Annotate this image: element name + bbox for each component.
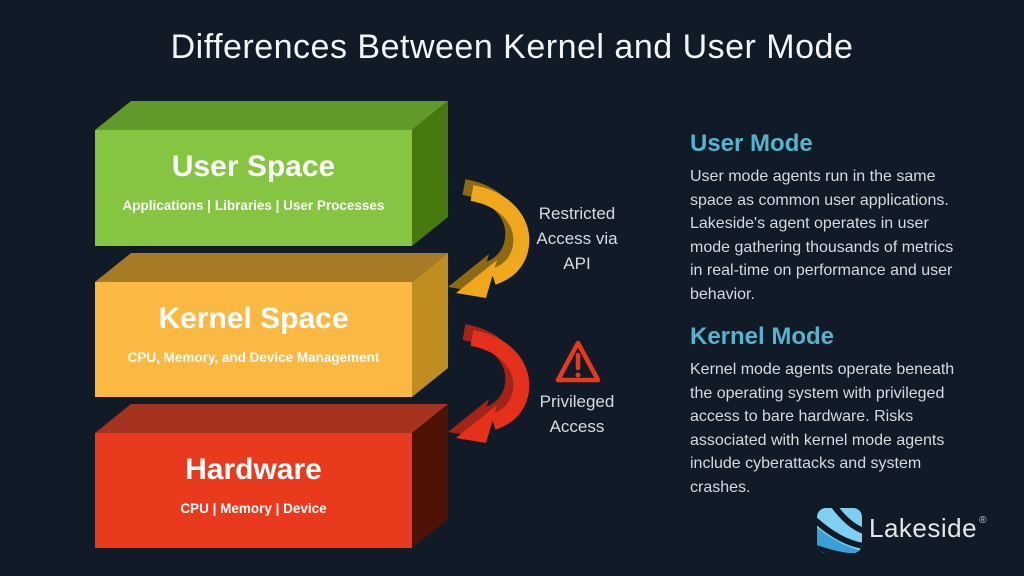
logo-mark-wave-1 [831,508,862,534]
lakeside-logo-mark [817,508,862,553]
kernel-space-block [95,253,448,397]
kernel-space-side-face [412,253,448,397]
hardware-block [95,404,448,548]
user-mode-section: User Mode User mode agents run in the sa… [690,131,1012,306]
logo-mark-wave-2 [817,517,862,549]
warning-triangle-outline [555,340,601,383]
user-mode-heading: User Mode [690,130,813,157]
kernel-space-top-face [95,253,448,282]
user-space-side-face [412,101,448,246]
hardware-sublabel: CPU | Memory | Device [180,501,327,516]
kernel-space-front-face [95,282,412,397]
user-space-front-face [95,130,412,246]
page-title: Differences Between Kernel and User Mode [170,28,854,66]
privileged-arrow-head [456,405,497,443]
user-space-sublabel: Applications | Libraries | User Processe… [122,198,385,213]
kernel-space-label: Kernel Space [158,302,349,335]
privileged-access-label: Privileged Access [539,392,615,436]
lakeside-logo-wordmark: Lakeside® [869,513,987,544]
hardware-side-face [412,404,448,548]
user-space-label: User Space [171,150,336,183]
warning-exclamation-dot [575,372,581,378]
warning-triangle-icon [555,340,601,383]
kernel-mode-body: Kernel mode agents operate beneath the o… [690,361,955,496]
user-space-block [95,101,448,246]
restricted-arrow-head [456,260,497,298]
restricted-access-label: Restricted Access via API [536,204,618,273]
user-mode-body: User mode agents run in the same space a… [690,168,954,303]
hardware-label-group: Hardware CPU | Memory | Device [95,433,412,548]
logo-mark-wave-3 [817,544,861,553]
kernel-mode-heading: Kernel Mode [690,323,835,350]
registered-trademark-symbol: ® [979,515,987,527]
restricted-access-arrow [448,179,530,298]
user-space-label-group: User Space Applications | Libraries | Us… [95,130,412,246]
logo-mark-bottom-region [817,526,862,553]
hardware-top-face [95,404,448,433]
kernel-space-sublabel: CPU, Memory, and Device Management [127,350,380,365]
hardware-label: Hardware [185,453,322,486]
restricted-arrow-body [470,185,530,285]
logo-text: Lakeside [869,513,978,543]
kernel-space-label-group: Kernel Space CPU, Memory, and Device Man… [95,282,412,397]
mode-descriptions: User Mode User mode agents run in the sa… [690,131,1012,499]
kernel-mode-section: Kernel Mode Kernel mode agents operate b… [690,324,1012,499]
privileged-access-arrow [448,324,530,443]
privileged-arrow-body [470,330,530,430]
user-space-top-face [95,101,448,130]
hardware-front-face [95,433,412,548]
